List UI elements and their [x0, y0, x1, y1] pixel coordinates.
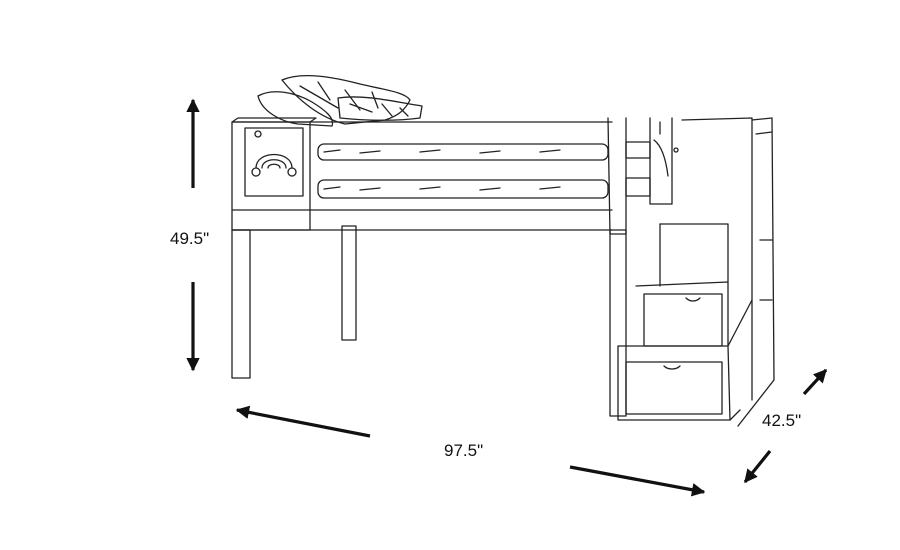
rainbow-decal [255, 154, 293, 169]
width-dimension-label: 97.5" [444, 441, 484, 460]
depth-arrow-up [802, 368, 828, 396]
right-end-panel [607, 117, 679, 235]
depth-dimension-label: 42.5" [762, 411, 802, 430]
depth-arrow-down [743, 449, 772, 484]
height-dimension-label: 49.5" [170, 229, 210, 248]
pillows [257, 74, 423, 127]
legs [231, 225, 627, 417]
lower-stair-drawer [625, 361, 723, 415]
storage-stairs [617, 117, 775, 427]
width-arrow-left [235, 405, 371, 438]
left-end-panel [231, 117, 317, 231]
width-arrow-right [569, 465, 706, 497]
upper-stair-drawer [643, 293, 723, 347]
front-rails [231, 121, 613, 231]
